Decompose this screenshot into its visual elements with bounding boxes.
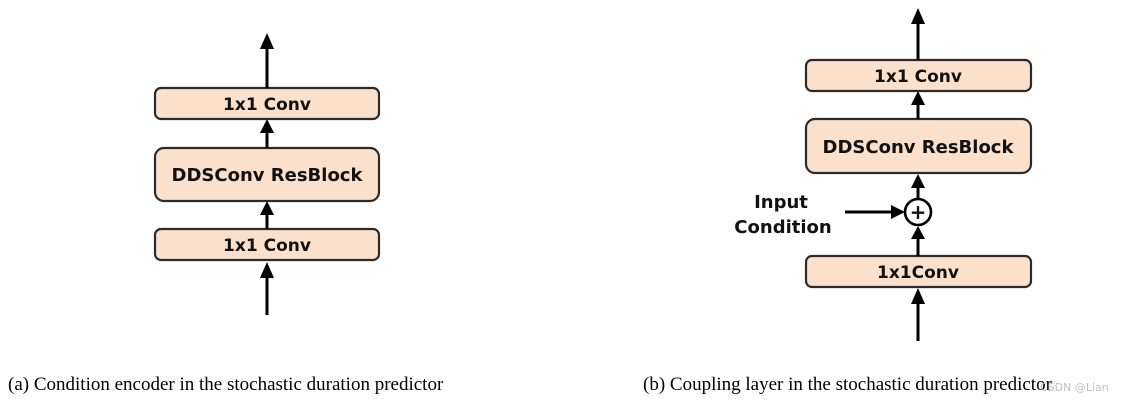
b-arrow-resblock-to-conv [911,91,925,119]
a-resblock-label: DDSConv ResBlock [172,165,364,186]
input-condition-label-line2: Condition [734,217,831,238]
b-bottom-conv-label: 1x1Conv [877,263,959,283]
b-add-node: + [903,197,933,227]
add-icon: + [910,200,927,224]
caption-a: (a) Condition encoder in the stochastic … [8,374,444,395]
input-condition-label-line1: Input [754,192,808,213]
b-bottom-conv-block: 1x1Conv [804,254,1033,289]
b-top-conv-label: 1x1 Conv [874,67,962,87]
a-output-arrow [260,33,274,88]
b-resblock-label: DDSConv ResBlock [823,137,1015,158]
diagram-b: 1x1Conv + Input Condition DDSConv ResBlo… [734,8,1033,341]
b-arrow-add-to-resblock [911,174,925,199]
b-resblock: DDSConv ResBlock [804,117,1033,175]
watermark: CSDN @Lian [1040,381,1109,394]
b-input-arrow [911,288,925,341]
b-top-conv-block: 1x1 Conv [804,58,1033,93]
b-arrow-conv-to-add [911,226,925,256]
a-bottom-conv-label: 1x1 Conv [223,236,311,256]
a-arrow-resblock-to-conv [260,119,274,148]
a-top-conv-label: 1x1 Conv [223,95,311,115]
a-input-arrow [260,262,274,315]
b-condition-arrow [845,205,905,219]
b-output-arrow [911,8,925,60]
diagram-a: 1x1 Conv DDSConv ResBlock 1x1 Conv [153,33,381,315]
a-bottom-conv-block: 1x1 Conv [153,227,381,262]
caption-b: (b) Coupling layer in the stochastic dur… [643,374,1053,395]
a-arrow-conv-to-resblock [260,201,274,229]
a-top-conv-block: 1x1 Conv [153,86,381,121]
a-resblock: DDSConv ResBlock [153,146,381,203]
